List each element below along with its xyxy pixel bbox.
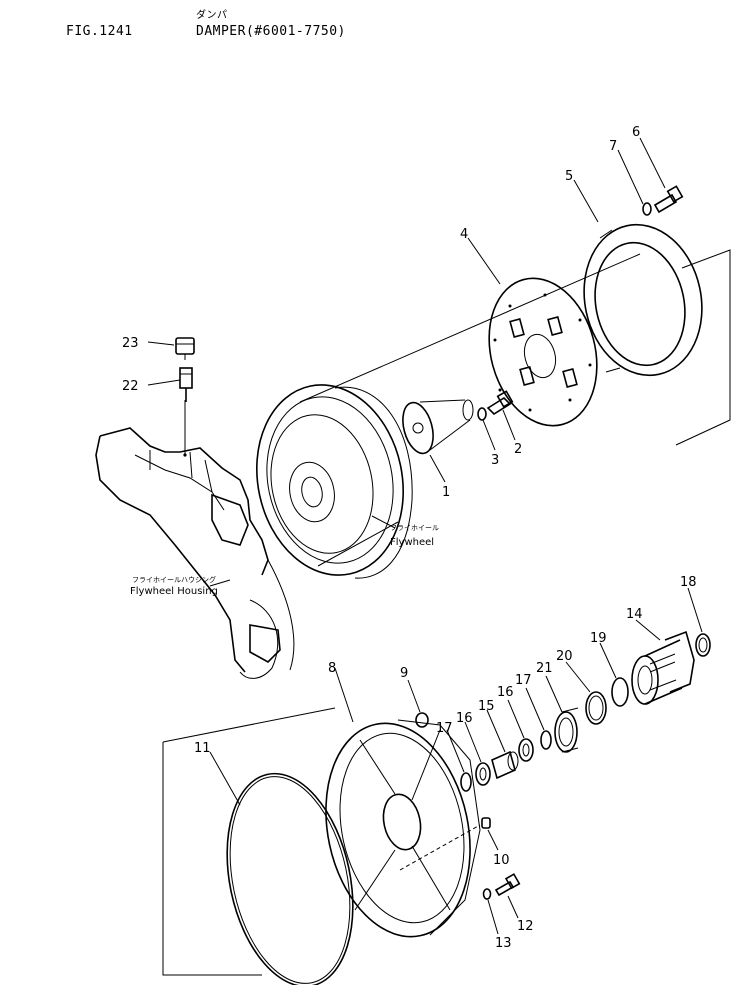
part-12-bolt — [494, 873, 521, 897]
callout-11: 11 — [194, 741, 211, 756]
callout-18: 18 — [680, 575, 697, 590]
part-16-bearing-b — [518, 738, 534, 762]
callout-5: 5 — [565, 169, 573, 184]
callout-15: 15 — [478, 699, 495, 714]
part-9-plug — [415, 712, 429, 728]
callout-9: 9 — [400, 666, 408, 681]
callout-2: 2 — [514, 442, 522, 457]
callout-numbers: 23 22 1 2 3 4 5 6 7 8 9 10 11 12 13 14 1… — [122, 125, 697, 951]
flywheel-housing-label-jp: フライホイールハウジング — [132, 575, 216, 584]
callout-13: 13 — [495, 936, 512, 951]
part-10-fitting — [481, 817, 491, 829]
part-6-bolt — [653, 185, 684, 214]
flywheel — [255, 253, 641, 579]
callout-21: 21 — [536, 661, 553, 676]
part-22-stud — [179, 367, 193, 402]
callout-22: 22 — [122, 379, 139, 394]
callout-14: 14 — [626, 607, 643, 622]
title-japanese: ダンパ — [196, 10, 228, 21]
part-1-shaft — [402, 399, 474, 455]
part-2-bolt — [486, 390, 514, 416]
part-7-washer — [642, 202, 652, 216]
callout-3: 3 — [491, 453, 499, 468]
callout-6: 6 — [632, 125, 640, 140]
gasket-bracket-line — [162, 707, 336, 976]
part-8-cover — [325, 719, 481, 938]
part-15-spacer — [491, 750, 519, 780]
callout-8: 8 — [328, 661, 336, 676]
part-17-ring-b — [540, 730, 552, 750]
callout-17-a: 17 — [436, 721, 453, 736]
part-20-ring — [585, 691, 607, 725]
callout-1: 1 — [442, 485, 450, 500]
flywheel-label-jp: フライホイール — [390, 524, 439, 532]
callout-20: 20 — [556, 649, 573, 664]
part-23-nut — [175, 337, 195, 360]
flywheel-housing — [95, 400, 295, 679]
diagram-title: DAMPER(#6001-7750) — [196, 24, 346, 39]
callout-4: 4 — [460, 227, 468, 242]
figure-number: FIG.1241 — [66, 24, 133, 39]
flywheel-label: Flywheel — [390, 537, 434, 548]
callout-19: 19 — [590, 631, 607, 646]
flywheel-housing-label: Flywheel Housing — [130, 586, 218, 597]
callout-10: 10 — [493, 853, 510, 868]
part-19-o-ring — [611, 677, 629, 707]
part-11-gasket — [226, 772, 354, 985]
callout-12: 12 — [517, 919, 534, 934]
callout-16-b: 16 — [497, 685, 514, 700]
callout-23: 23 — [122, 336, 139, 351]
part-16-bearing-a — [475, 762, 491, 786]
leader-lines — [147, 137, 703, 935]
part-13-washer — [482, 888, 492, 900]
callout-7: 7 — [609, 139, 617, 154]
part-18-seal — [695, 633, 711, 657]
part-21-bearing — [554, 707, 579, 753]
annotation-labels: フライホイール Flywheel フライホイールハウジング Flywheel H… — [130, 524, 439, 597]
part-5-ring — [583, 223, 703, 377]
part-14-splined-hub — [631, 630, 695, 705]
callout-16-a: 16 — [456, 711, 473, 726]
part-4-damper-disc — [488, 277, 598, 427]
callout-17-b: 17 — [515, 673, 532, 688]
part-17-ring-a — [460, 772, 472, 792]
assembly-bracket-line — [675, 249, 731, 446]
part-3-washer — [477, 407, 487, 421]
